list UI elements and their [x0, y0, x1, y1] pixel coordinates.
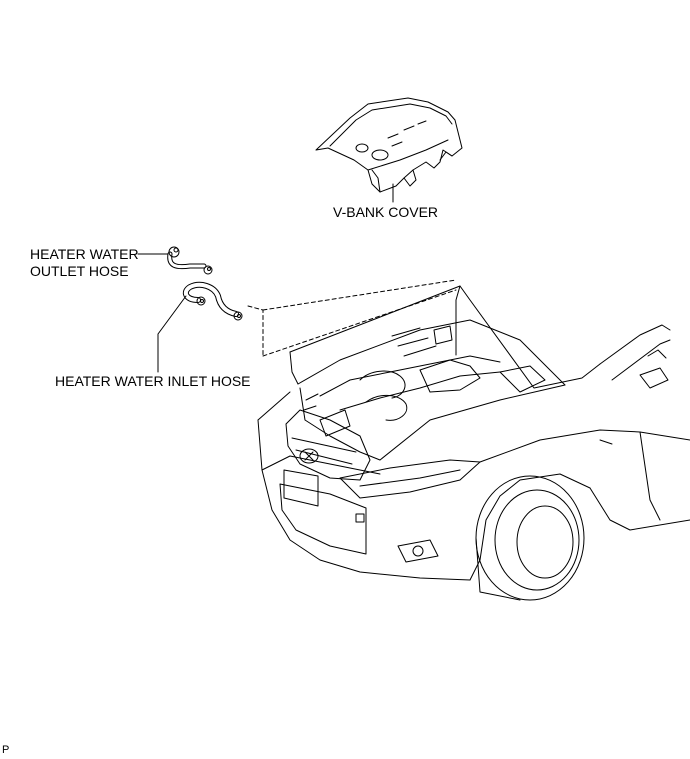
v-bank-cover-label: V-BANK COVER	[333, 204, 439, 220]
v-bank-cover-part	[315, 97, 463, 203]
vehicle-front-view	[257, 285, 690, 601]
heater-water-outlet-hose-label: HEATER WATER OUTLET HOSE	[30, 246, 139, 280]
heater-water-inlet-hose-part	[157, 281, 243, 373]
heater-water-outlet-hose-part	[137, 246, 213, 275]
outlet-hose-label-line2: OUTLET HOSE	[30, 263, 129, 279]
location-guide-dashed	[247, 279, 457, 357]
figure-code: P	[2, 744, 10, 756]
outlet-hose-label-line1: HEATER WATER	[30, 246, 139, 262]
heater-water-inlet-hose-label: HEATER WATER INLET HOSE	[55, 373, 251, 389]
